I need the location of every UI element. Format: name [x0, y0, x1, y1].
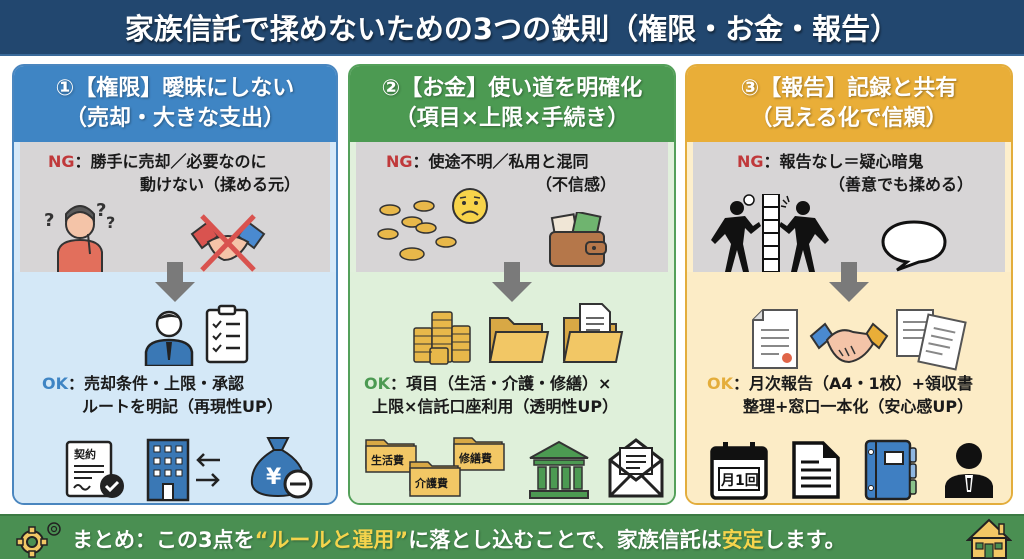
down-arrow-icon	[155, 262, 195, 302]
svg-text:介護費: 介護費	[414, 476, 448, 490]
confused-person-icon: ? ? ?	[44, 200, 115, 274]
open-folder-icon	[488, 317, 550, 363]
panel-header-line2: （売却・大きな支出）	[64, 106, 285, 131]
bank-icon	[529, 440, 589, 499]
panel-reporting: ③【報告】記録と共有 （見える化で信頼） NG：報告なし＝疑心暗鬼 （善意でも揉…	[685, 64, 1013, 505]
summary-middle: に落とし込むことで、家族信託は	[408, 528, 722, 552]
worried-face-icon	[452, 188, 488, 224]
panel-header-line1: ②【お金】使い道を明確化	[381, 76, 643, 101]
ng-line2: 動けない（揉める元）	[140, 175, 301, 194]
svg-text:?: ?	[96, 200, 106, 221]
document-icon	[792, 441, 840, 499]
panel-header: ②【お金】使い道を明確化 （項目×上限×手続き）	[350, 66, 674, 142]
ng-text: NG：勝手に売却／必要なのに 動けない（揉める元）	[48, 150, 300, 196]
summary-suffix: します。	[763, 528, 846, 552]
page-title: 家族信託で揉めないための3つの鉄則（権限・お金・報告）	[124, 12, 900, 46]
ok-line2: 上限×信託口座利用（透明性UP）	[372, 397, 619, 416]
ng-label: NG	[48, 152, 75, 171]
contract-document-icon: 契約	[65, 440, 124, 498]
contract-label: 契約	[73, 447, 96, 461]
calendar-icon: 月1回	[710, 442, 768, 500]
ok-line1: ：月次報告（A4・1枚）+領収書	[733, 374, 974, 393]
people-with-wall-icon	[711, 194, 829, 273]
wallet-icon	[549, 212, 607, 267]
yen-money-bag-minus-icon: ¥	[250, 437, 313, 499]
panel-money: ②【お金】使い道を明確化 （項目×上限×手続き） NG：使途不明／私用と混同 （…	[348, 64, 676, 505]
folder-living-expenses: 生活費	[365, 439, 417, 473]
panel-header-line1: ③【報告】記録と共有	[740, 76, 958, 101]
ng-label: NG	[386, 152, 413, 171]
ok-line1: ：売却条件・上限・承認	[68, 374, 245, 393]
svg-text:生活費: 生活費	[371, 453, 404, 467]
summary-message: まとめ：この3点を“ルールと運用”に落とし込むことで、家族信託は安定します。	[72, 524, 846, 554]
businessman-icon	[144, 310, 194, 366]
labeled-folders-icon: 生活費 修繕費 介護費	[365, 437, 505, 497]
ng-line1: ：勝手に売却／必要なのに	[74, 152, 267, 171]
panel-header: ①【権限】曖昧にしない （売却・大きな支出）	[14, 66, 336, 142]
ng-section: NG：使途不明／私用と混同 （不信感）	[356, 142, 668, 272]
ng-line2: （不信感）	[536, 175, 617, 194]
ok-section: OK：売却条件・上限・承認 ルートを明記（再現性UP） 契約 ¥	[14, 262, 336, 503]
gear-icon	[16, 522, 61, 558]
ok-line2: ルートを明記（再現性UP）	[82, 397, 283, 416]
ng-line1: ：使途不明／私用と混同	[412, 152, 589, 171]
ok-section: OK：月次報告（A4・1枚）+領収書 整理+窓口一本化（安心感UP） 月1回	[687, 262, 1011, 503]
ok-label: OK	[707, 374, 733, 393]
ng-section: NG：勝手に売却／必要なのに 動けない（揉める元） ? ? ?	[20, 142, 330, 274]
calendar-label: 月1回	[720, 473, 759, 489]
down-arrow-icon	[829, 262, 869, 302]
ng-text: NG：報告なし＝疑心暗鬼 （善意でも揉める）	[737, 150, 973, 196]
folder-maintenance-expenses: 修繕費	[453, 437, 505, 471]
svg-text:?: ?	[44, 210, 54, 231]
speech-bubble-icon	[881, 220, 947, 272]
checklist-clipboard-icon	[205, 304, 249, 364]
ok-line1: ：項目（生活・介護・修繕）×	[390, 374, 612, 393]
ok-text: OK：月次報告（A4・1枚）+領収書 整理+窓口一本化（安心感UP）	[707, 372, 973, 418]
ok-label: OK	[42, 374, 68, 393]
ok-text: OK：項目（生活・介護・修繕）× 上限×信託口座利用（透明性UP）	[364, 372, 618, 418]
ng-line2: （善意でも揉める）	[829, 175, 974, 194]
house-icon	[966, 518, 1012, 559]
svg-text:?: ?	[106, 213, 115, 232]
ng-label: NG	[737, 152, 764, 171]
down-arrow-icon	[492, 262, 532, 302]
coin-stacks-icon	[413, 311, 471, 365]
panel-header-line1: ①【権限】曖昧にしない	[55, 76, 295, 101]
ok-line2: 整理+窓口一本化（安心感UP）	[743, 397, 974, 416]
building-exchange-icon	[146, 438, 220, 502]
panel-authority: ①【権限】曖昧にしない （売却・大きな支出） NG：勝手に売却／必要なのに 動け…	[12, 64, 338, 505]
panel-header: ③【報告】記録と共有 （見える化で信頼）	[687, 66, 1011, 142]
summary-highlight-stable: 安定	[721, 528, 764, 552]
folder-care-expenses: 介護費	[409, 461, 461, 497]
scattered-coins-icon	[377, 200, 457, 261]
svg-text:修繕費: 修繕費	[458, 451, 492, 465]
handshake-icon	[809, 322, 889, 364]
binder-icon	[864, 439, 917, 501]
panel-header-line2: （項目×上限×手続き）	[394, 106, 630, 131]
title-bar: 家族信託で揉めないための3つの鉄則（権限・お金・報告）	[0, 0, 1024, 56]
crossed-handshake-icon	[190, 214, 266, 272]
documents-icon	[896, 309, 967, 371]
ok-section: OK：項目（生活・介護・修繕）× 上限×信託口座利用（透明性UP） 生活費 修繕…	[350, 262, 674, 503]
summary-footer: まとめ：この3点を“ルールと運用”に落とし込むことで、家族信託は安定します。	[0, 514, 1024, 559]
summary-prefix: まとめ：この3点を	[72, 528, 255, 552]
person-icon	[945, 443, 993, 498]
ng-line1: ：報告なし＝疑心暗鬼	[763, 152, 924, 171]
folder-with-document-icon	[562, 303, 624, 363]
ng-text: NG：使途不明／私用と混同 （不信感）	[386, 150, 616, 196]
panel-header-line2: （見える化で信頼）	[750, 106, 948, 131]
ok-text: OK：売却条件・上限・承認 ルートを明記（再現性UP）	[42, 372, 283, 418]
certificate-document-icon	[752, 309, 798, 369]
envelope-icon	[608, 438, 664, 498]
ok-label: OK	[364, 374, 390, 393]
ng-section: NG：報告なし＝疑心暗鬼 （善意でも揉める）	[693, 142, 1005, 273]
summary-highlight-rules: “ルールと運用”	[254, 528, 409, 552]
yen-symbol: ¥	[266, 465, 282, 490]
